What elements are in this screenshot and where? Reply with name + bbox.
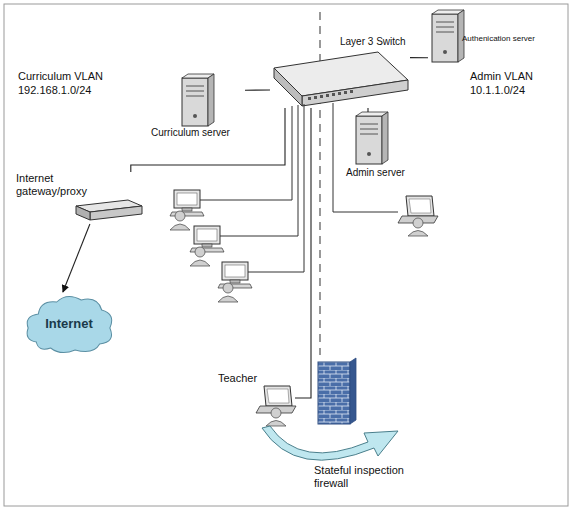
network-link xyxy=(63,224,90,292)
gateway-device: Internet gateway/proxy xyxy=(12,172,144,224)
vlan-label: 192.168.1.0/24 xyxy=(18,84,91,97)
node-label: Authenication server xyxy=(462,34,535,44)
server-icon: Curriculum server xyxy=(145,72,245,142)
vlan-label: Curriculum VLAN xyxy=(18,70,103,83)
node-label: Curriculum server xyxy=(151,127,230,139)
network-link xyxy=(131,108,285,172)
vlan-label: 10.1.1.0/24 xyxy=(470,84,525,97)
network-link xyxy=(295,108,311,398)
network-link xyxy=(245,89,270,90)
node-label: Admin server xyxy=(346,167,405,179)
node-label: Internet xyxy=(22,316,116,332)
node-label: Stateful inspection firewall xyxy=(314,464,420,490)
server-icon: Authenication server xyxy=(428,8,560,68)
layer3-switch: Layer 3 Switch xyxy=(270,36,410,108)
firewall: Stateful inspection firewall xyxy=(314,358,422,494)
network-link xyxy=(410,57,428,58)
teacher-laptop: Teacher xyxy=(215,372,295,432)
network-link xyxy=(367,108,368,112)
internet-cloud: Internet xyxy=(22,292,116,357)
server-icon: Admin server xyxy=(340,112,420,182)
node-label: Internet gateway/proxy xyxy=(16,172,102,198)
vlan-label: Admin VLAN xyxy=(470,70,533,83)
node-label: Teacher xyxy=(218,372,257,385)
node-label: Layer 3 Switch xyxy=(340,36,406,48)
